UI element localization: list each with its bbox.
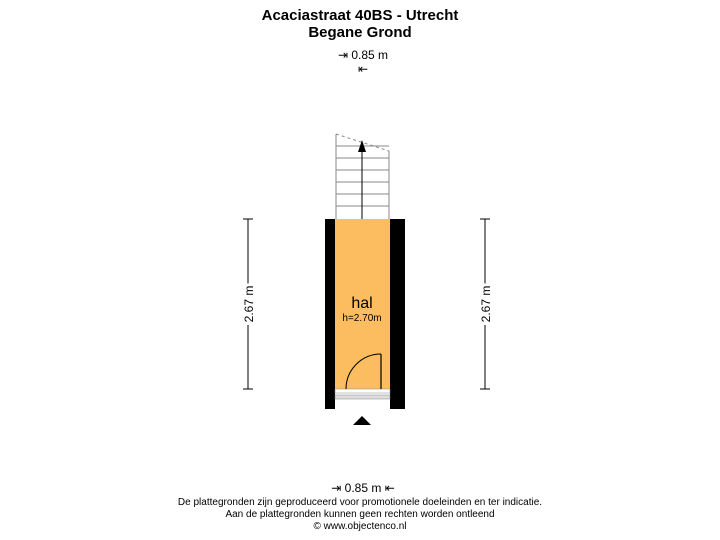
wall-right [390, 219, 405, 409]
left-height-label: 2.67 m [242, 286, 256, 323]
dim-arrow-left-icon: ⇥ [331, 481, 342, 495]
room-ceiling-height: h=2.70m [342, 313, 381, 324]
staircase [335, 133, 390, 219]
left-height-label-text: 2.67 m [242, 286, 256, 323]
copyright-link[interactable]: © www.objectenco.nl [313, 521, 407, 532]
entrance-door [334, 353, 391, 400]
wall-left [325, 219, 335, 409]
disclaimer-line-1: De plattegronden zijn geproduceerd voor … [177, 497, 543, 508]
stair-direction-arrow-icon [358, 140, 366, 152]
bottom-width-label: 0.85 m [344, 481, 382, 495]
dim-arrow-right-icon: ⇤ [357, 62, 369, 76]
dim-arrow-left-icon: ⇥ [337, 48, 349, 62]
right-height-dimension-line [480, 218, 490, 390]
top-width-label: 0.85 m [351, 48, 389, 62]
top-width-dimension: ⇥ 0.85 m ⇤ [333, 48, 393, 76]
right-height-label-text: 2.67 m [479, 286, 493, 323]
dim-arrow-right-icon: ⇤ [384, 481, 395, 495]
left-height-dimension-line [243, 218, 253, 390]
disclaimer-line-2: Aan de plattegronden kunnen geen rechten… [225, 509, 495, 520]
right-height-label: 2.67 m [479, 286, 493, 323]
floor-name: Begane Grond [308, 24, 412, 41]
entrance-arrow-icon [353, 416, 371, 425]
room-name: hal [351, 295, 372, 312]
plan-title: Acaciastraat 40BS - Utrecht [261, 7, 459, 24]
bottom-width-dimension: ⇥ 0.85 m ⇤ [328, 481, 398, 495]
